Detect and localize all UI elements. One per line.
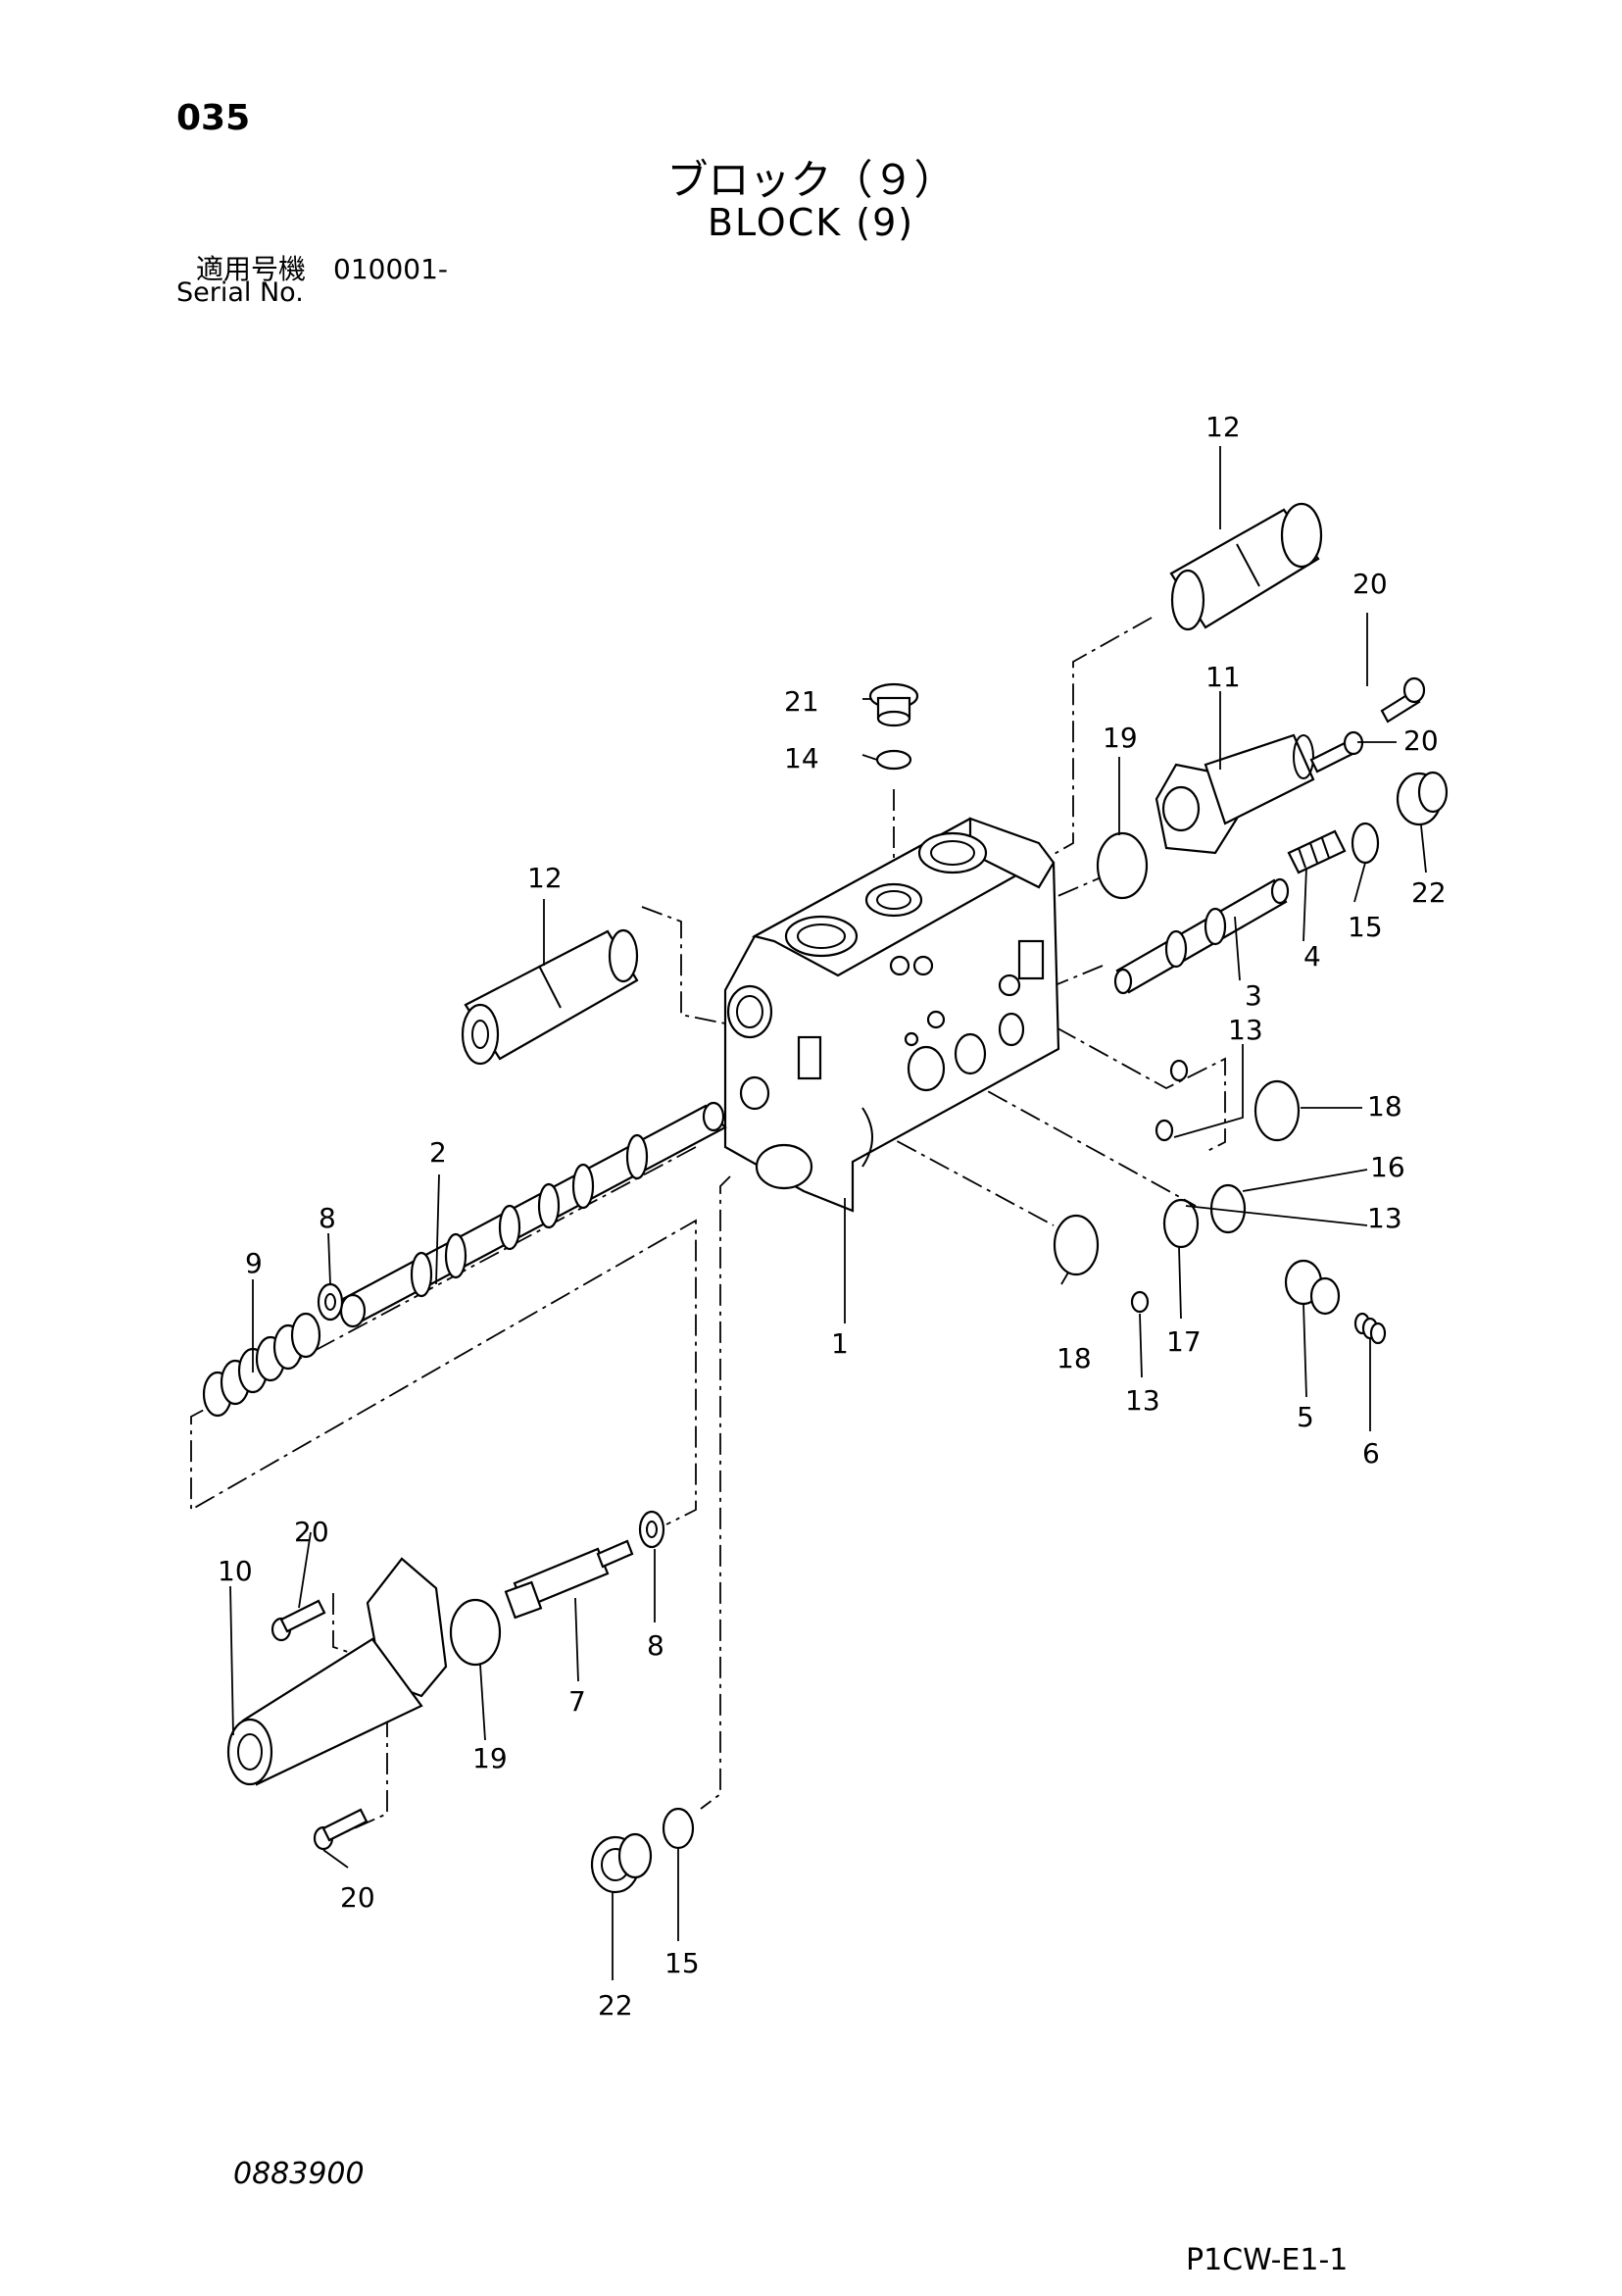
o-ring-icon [1096,831,1149,900]
callout-21: 21 [784,685,819,718]
cap-icon [1155,733,1315,855]
o-ring-icon [1130,1290,1150,1314]
callout-10: 10 [218,1555,253,1587]
o-ring-icon [1155,1119,1174,1142]
retainer-icon [317,1282,344,1322]
callout-20b: 20 [1403,724,1439,757]
plug-icon [868,682,919,727]
callout-20a: 20 [1352,568,1388,600]
o-ring-icon [1169,1059,1189,1082]
callout-18a: 18 [1367,1090,1402,1123]
callout-5: 5 [1297,1401,1314,1433]
bolt-icon [1309,730,1364,774]
relief-valve-icon [461,928,639,1066]
callout-1: 1 [831,1327,849,1360]
callout-19a: 19 [1103,722,1138,754]
callout-14: 14 [784,742,819,774]
callout-13c: 13 [1125,1384,1160,1417]
o-ring-icon [1162,1198,1200,1249]
o-ring-icon [662,1807,695,1850]
callout-8a: 8 [319,1202,336,1234]
callout-11: 11 [1205,661,1241,693]
callout-12a: 12 [1205,411,1241,443]
callout-22b: 22 [598,1989,633,2021]
plug-icon [1284,1259,1341,1316]
cap-icon [226,1557,448,1786]
callout-20d: 20 [340,1881,375,1914]
callout-2: 2 [429,1136,447,1169]
callout-16: 16 [1370,1151,1405,1183]
callout-17: 17 [1166,1325,1202,1358]
retainer-icon [638,1510,665,1549]
stopper-icon [504,1539,634,1620]
drawing-code: 0883900 [233,2157,365,2191]
callout-8b: 8 [647,1629,664,1662]
spool-icon [1113,877,1290,995]
spring-icon [202,1312,321,1418]
spring-icon [1353,1312,1387,1345]
sheet-code: P1CW-E1-1 [1186,2243,1349,2277]
page-title-jp: ブロック（９） [666,156,956,204]
callout-22a: 22 [1411,876,1447,909]
plug-icon [590,1832,653,1894]
callout-13b: 13 [1367,1202,1402,1234]
callout-7: 7 [568,1685,586,1718]
callout-20c: 20 [294,1516,329,1548]
page-title-en: BLOCK (9) [707,201,915,244]
o-ring-icon [875,749,912,771]
o-ring-icon [1053,1214,1100,1276]
relief-valve-icon [1169,502,1323,631]
serial-label-en: Serial No. [176,277,304,308]
bolt-icon [270,1599,326,1642]
serial-label-jp: 適用号機 010001- [196,253,448,285]
valve-block-icon [723,817,1060,1213]
page-number: 035 [176,98,251,138]
callout-9: 9 [245,1247,263,1279]
o-ring-icon [1351,822,1380,865]
callout-18b: 18 [1057,1342,1092,1374]
o-ring-icon [449,1598,502,1667]
plug-icon [1396,771,1449,826]
callout-6: 6 [1362,1437,1380,1470]
o-ring-icon [1253,1079,1301,1142]
callout-15b: 15 [664,1947,700,1979]
callout-3: 3 [1245,979,1262,1012]
callout-12b: 12 [527,862,563,894]
leader-lines [229,446,1427,1980]
callout-19b: 19 [472,1742,508,1774]
spool-icon [339,1101,727,1328]
spring-icon [1287,829,1347,874]
callout-13a: 13 [1228,1014,1263,1046]
callout-15a: 15 [1348,911,1383,943]
bolt-icon [313,1808,369,1851]
callout-numbers: 1 2 3 4 5 6 7 8 8 9 10 11 12 12 13 13 13… [218,411,1447,2021]
bolt-icon [1380,676,1426,724]
callout-4: 4 [1303,940,1321,973]
